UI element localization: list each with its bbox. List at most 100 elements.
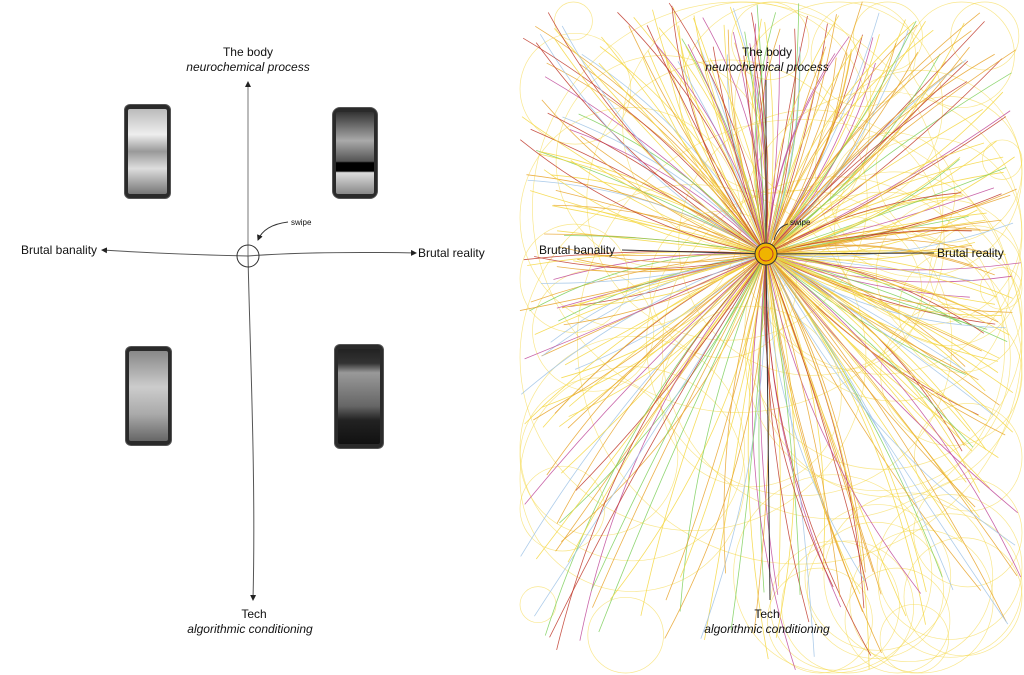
- burst-line: [765, 34, 880, 255]
- burst-line: [765, 253, 980, 493]
- burst-line: [765, 253, 927, 593]
- burst-line: [765, 253, 980, 518]
- burst-line: [560, 246, 767, 263]
- burst-line: [765, 253, 1012, 283]
- label-bottom-title: Tech: [754, 607, 780, 621]
- burst-line: [702, 17, 767, 255]
- burst-arc: [982, 139, 1023, 180]
- burst-arc: [879, 604, 949, 674]
- burst-line: [765, 253, 966, 375]
- burst-line: [765, 252, 1013, 299]
- burst-line: [765, 253, 994, 416]
- label-left: Brutal banality: [539, 243, 616, 257]
- burst-line: [564, 235, 767, 255]
- burst-line: [567, 253, 767, 429]
- burst-line: [556, 253, 767, 524]
- burst-line: [598, 62, 767, 255]
- center-circle: [236, 244, 260, 268]
- burst-line: [765, 253, 921, 594]
- burst-line: [524, 253, 767, 505]
- center-ring: [758, 246, 774, 262]
- burst-line: [765, 46, 827, 255]
- burst-line: [709, 58, 767, 255]
- burst-line: [549, 253, 767, 638]
- burst-line: [765, 46, 970, 255]
- burst-arc: [519, 586, 557, 624]
- burst-line: [521, 116, 767, 255]
- burst-line: [765, 253, 825, 571]
- phone-top-left: [125, 105, 170, 198]
- burst-line: [555, 253, 767, 552]
- phone-top-right: [333, 108, 377, 198]
- burst-line: [562, 253, 767, 309]
- burst-line: [765, 253, 1006, 436]
- burst-line: [765, 253, 1022, 578]
- burst-line: [590, 253, 767, 591]
- burst-line: [592, 253, 767, 608]
- label-bottom-title: Tech: [241, 607, 267, 621]
- burst-line: [765, 19, 906, 255]
- burst-line: [640, 253, 767, 616]
- burst-line: [543, 169, 767, 255]
- burst-line: [765, 253, 866, 582]
- burst-line: [765, 253, 872, 656]
- burst-arc: [733, 474, 933, 674]
- burst-line: [765, 250, 1006, 255]
- burst-line: [765, 15, 840, 255]
- burst-line: [758, 253, 767, 593]
- burst-line: [765, 253, 967, 483]
- burst-line: [577, 253, 767, 256]
- burst-line: [628, 25, 767, 255]
- burst-line: [765, 253, 864, 613]
- burst-line: [765, 253, 987, 421]
- burst-line: [765, 52, 848, 255]
- label-top-title: The body: [741, 45, 793, 59]
- burst-line: [765, 60, 969, 255]
- burst-arc: [519, 184, 867, 531]
- burst-line: [765, 253, 999, 362]
- burst-arc: [908, 1, 1015, 109]
- burst-line: [765, 110, 1011, 255]
- phone-bottom-right: [335, 345, 383, 448]
- burst-arc: [519, 335, 745, 562]
- burst-line: [765, 58, 1003, 255]
- burst-line: [562, 116, 767, 255]
- burst-line: [564, 253, 767, 366]
- burst-line: [730, 253, 767, 631]
- burst-line: [765, 142, 985, 255]
- burst-arc: [781, 540, 915, 674]
- burst-line: [599, 46, 767, 255]
- burst-line: [580, 135, 767, 255]
- burst-line: [547, 112, 767, 255]
- burst-line: [765, 49, 1017, 255]
- burst-arc: [555, 55, 769, 268]
- burst-line: [765, 253, 781, 587]
- burst-line: [765, 156, 1004, 255]
- burst-line: [546, 253, 767, 476]
- burst-line: [765, 244, 973, 267]
- burst-line: [765, 253, 1009, 625]
- burst-line: [578, 113, 767, 255]
- burst-line: [765, 91, 1004, 255]
- burst-line: [556, 253, 767, 651]
- burst-line: [522, 37, 767, 255]
- burst-line: [765, 194, 964, 255]
- axis-left: [621, 249, 767, 255]
- burst-line: [765, 253, 1021, 271]
- burst-arc: [903, 537, 1023, 657]
- burst-line: [765, 192, 962, 255]
- burst-line: [541, 99, 767, 255]
- burst-line: [765, 53, 941, 255]
- burst-line: [765, 46, 801, 255]
- burst-line: [765, 188, 1017, 255]
- burst-line: [765, 52, 919, 255]
- burst-arc: [844, 567, 951, 674]
- burst-line: [598, 253, 767, 633]
- burst-line: [561, 253, 767, 379]
- burst-arc: [519, 223, 629, 333]
- burst-line: [765, 219, 1002, 255]
- label-top-title: The body: [222, 45, 274, 59]
- burst-line: [520, 139, 767, 255]
- burst-line: [763, 253, 834, 588]
- burst-line: [765, 253, 869, 591]
